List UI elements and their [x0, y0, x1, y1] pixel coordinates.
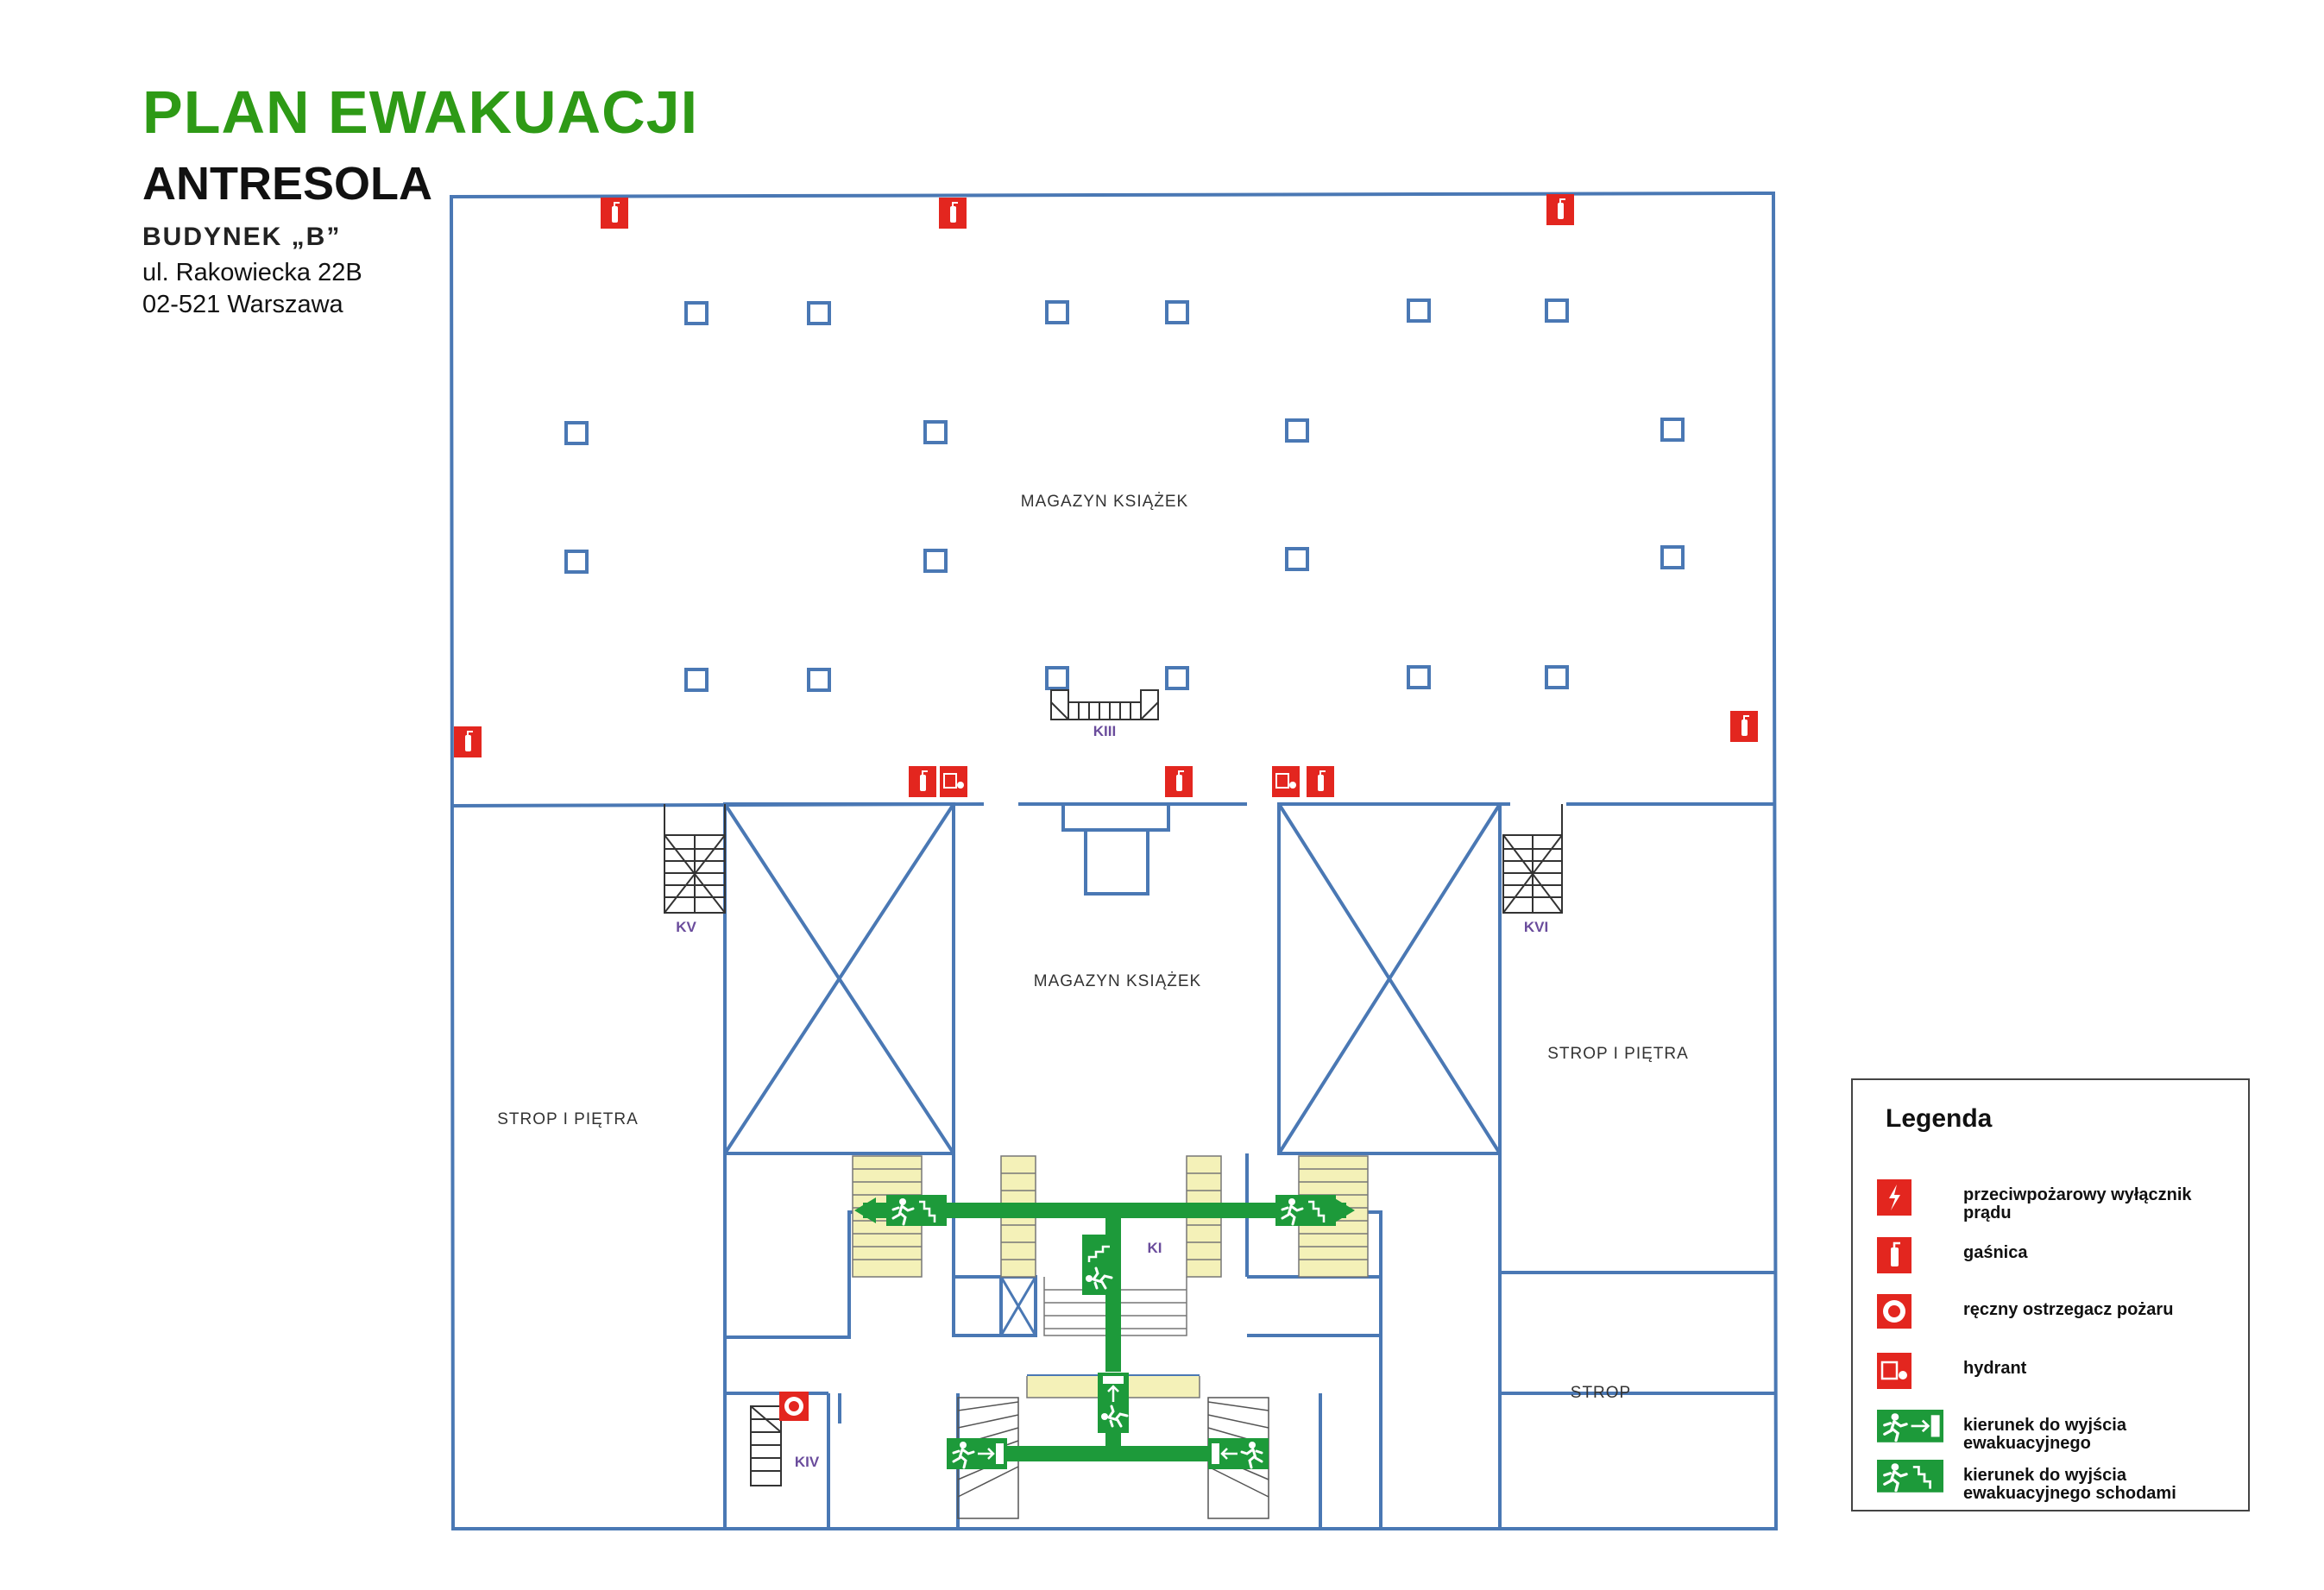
- address-city: 02-521 Warszawa: [142, 291, 343, 318]
- stair-label-k6: KVI: [1524, 919, 1548, 935]
- stairs-k4: [750, 1405, 782, 1486]
- legend: Legenda przeciwpożarowy wyłącznik prądu …: [1851, 1078, 2250, 1511]
- exit-direction-icon: [1877, 1410, 1946, 1442]
- stair-label-k3: KIII: [1093, 723, 1116, 739]
- address-street: ul. Rakowiecka 22B: [142, 259, 362, 286]
- legend-item-extinguisher: gaśnica: [1877, 1237, 2239, 1289]
- legend-item-exit-stairs: kierunek do wyjścia ewakuacyjnego schoda…: [1877, 1460, 2239, 1511]
- floor-name: ANTRESOLA: [142, 158, 432, 210]
- void-shafts: [723, 802, 1502, 1155]
- fire-alarm-icon: [1877, 1294, 1911, 1329]
- legend-title: Legenda: [1886, 1104, 1993, 1133]
- small-shaft: [999, 1276, 1037, 1336]
- plan-title: PLAN EWAKUACJI: [142, 79, 699, 146]
- legend-item-exit-direction: kierunek do wyjścia ewakuacyjnego: [1877, 1410, 2239, 1461]
- fire-extinguisher-icon: [1877, 1237, 1911, 1273]
- upper-hall-walls: [452, 802, 1776, 896]
- room-label-magazyn-top: MAGAZYN KSIĄŻEK: [1021, 493, 1188, 511]
- stair-label-k1: KI: [1148, 1240, 1162, 1256]
- legend-item-alarm: ręczny ostrzegacz pożaru: [1877, 1294, 2239, 1346]
- stairs-k5: [664, 804, 726, 914]
- room-label-strop-right: STROP I PIĘTRA: [1547, 1045, 1689, 1063]
- exit-stairs-sign-left: [886, 1195, 947, 1226]
- room-label-magazyn-mid: MAGAZYN KSIĄŻEK: [1034, 972, 1201, 990]
- stair-label-k4: KIV: [795, 1454, 820, 1470]
- outer-walls: [449, 191, 1779, 1530]
- building-name: BUDYNEK „B”: [142, 223, 342, 251]
- power-switch-icon: [1877, 1179, 1911, 1216]
- room-label-strop-left: STROP I PIĘTRA: [497, 1110, 639, 1128]
- exit-stairs-icon: [1877, 1460, 1946, 1493]
- stair-label-k5: KV: [676, 919, 696, 935]
- stairs-k3: [1050, 689, 1159, 720]
- stairs-k6: [1502, 804, 1563, 914]
- legend-item-power-switch: przeciwpożarowy wyłącznik prądu: [1877, 1179, 2239, 1231]
- room-label-strop: STROP: [1571, 1384, 1631, 1402]
- shelving-units: [564, 299, 1685, 692]
- hydrant-icon: [1877, 1353, 1911, 1389]
- exit-sign-left: [947, 1438, 1007, 1469]
- legend-item-hydrant: hydrant: [1877, 1353, 2239, 1405]
- exit-stairs-sign-right: [1275, 1195, 1336, 1226]
